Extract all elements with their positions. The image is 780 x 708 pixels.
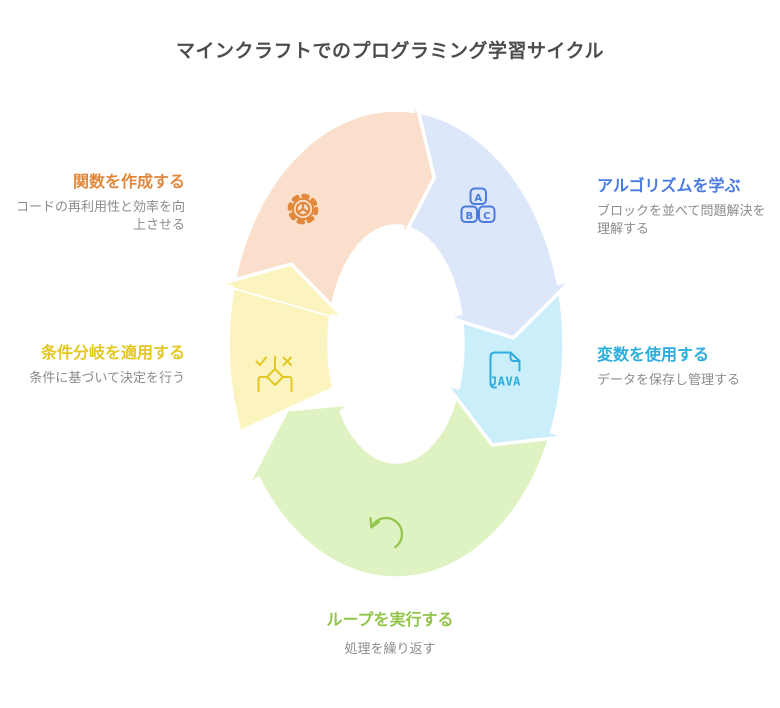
step-heading-learn-algorithms: アルゴリズムを学ぶ	[597, 176, 741, 195]
abc-blocks-icon: A B C	[460, 187, 496, 223]
step-heading-use-variables: 変数を使用する	[597, 345, 710, 364]
cycle-segment-learn-algorithms	[401, 109, 574, 340]
step-desc-use-variables: データを保存し管理する	[597, 373, 741, 388]
step-label-run-loops: ループを実行する 処理を繰り返す	[278, 610, 502, 659]
decision-branch-icon	[255, 355, 293, 392]
step-heading-create-functions: 関数を作成する	[72, 172, 185, 191]
cycle-segment-run-loops	[245, 386, 554, 580]
step-label-apply-conditionals: 条件分岐を適用する 条件に基づいて決定を行う	[15, 343, 185, 388]
cycle-segments	[217, 95, 574, 580]
page-title: マインクラフトでのプログラミング学習サイクル	[175, 40, 605, 62]
step-label-learn-algorithms: アルゴリズムを学ぶ ブロックを並べて問題解決を理解する	[597, 176, 767, 239]
java-label: JAVA	[490, 375, 521, 389]
java-file-icon: JAVA	[489, 351, 521, 389]
step-heading-run-loops: ループを実行する	[326, 610, 454, 629]
cycle-segment-create-functions	[231, 95, 437, 318]
step-desc-create-functions: コードの再利用性と効率を向上させる	[15, 200, 185, 234]
step-heading-apply-conditionals: 条件分岐を適用する	[40, 343, 185, 362]
block-letter-c: C	[483, 211, 490, 222]
cycle-arrowhead-apply-conditionals	[217, 262, 347, 321]
step-desc-learn-algorithms: ブロックを並べて問題解決を理解する	[597, 204, 766, 238]
step-desc-apply-conditionals: 条件に基づいて決定を行う	[29, 371, 185, 386]
block-letter-b: B	[465, 211, 473, 222]
block-letter-a: A	[474, 193, 482, 204]
gear-icon	[287, 193, 319, 225]
step-label-create-functions: 関数を作成する コードの再利用性と効率を向上させる	[15, 172, 185, 235]
loop-arrow-icon	[369, 516, 404, 549]
step-desc-run-loops: 処理を繰り返す	[344, 642, 436, 657]
step-label-use-variables: 変数を使用する データを保存し管理する	[597, 345, 767, 390]
